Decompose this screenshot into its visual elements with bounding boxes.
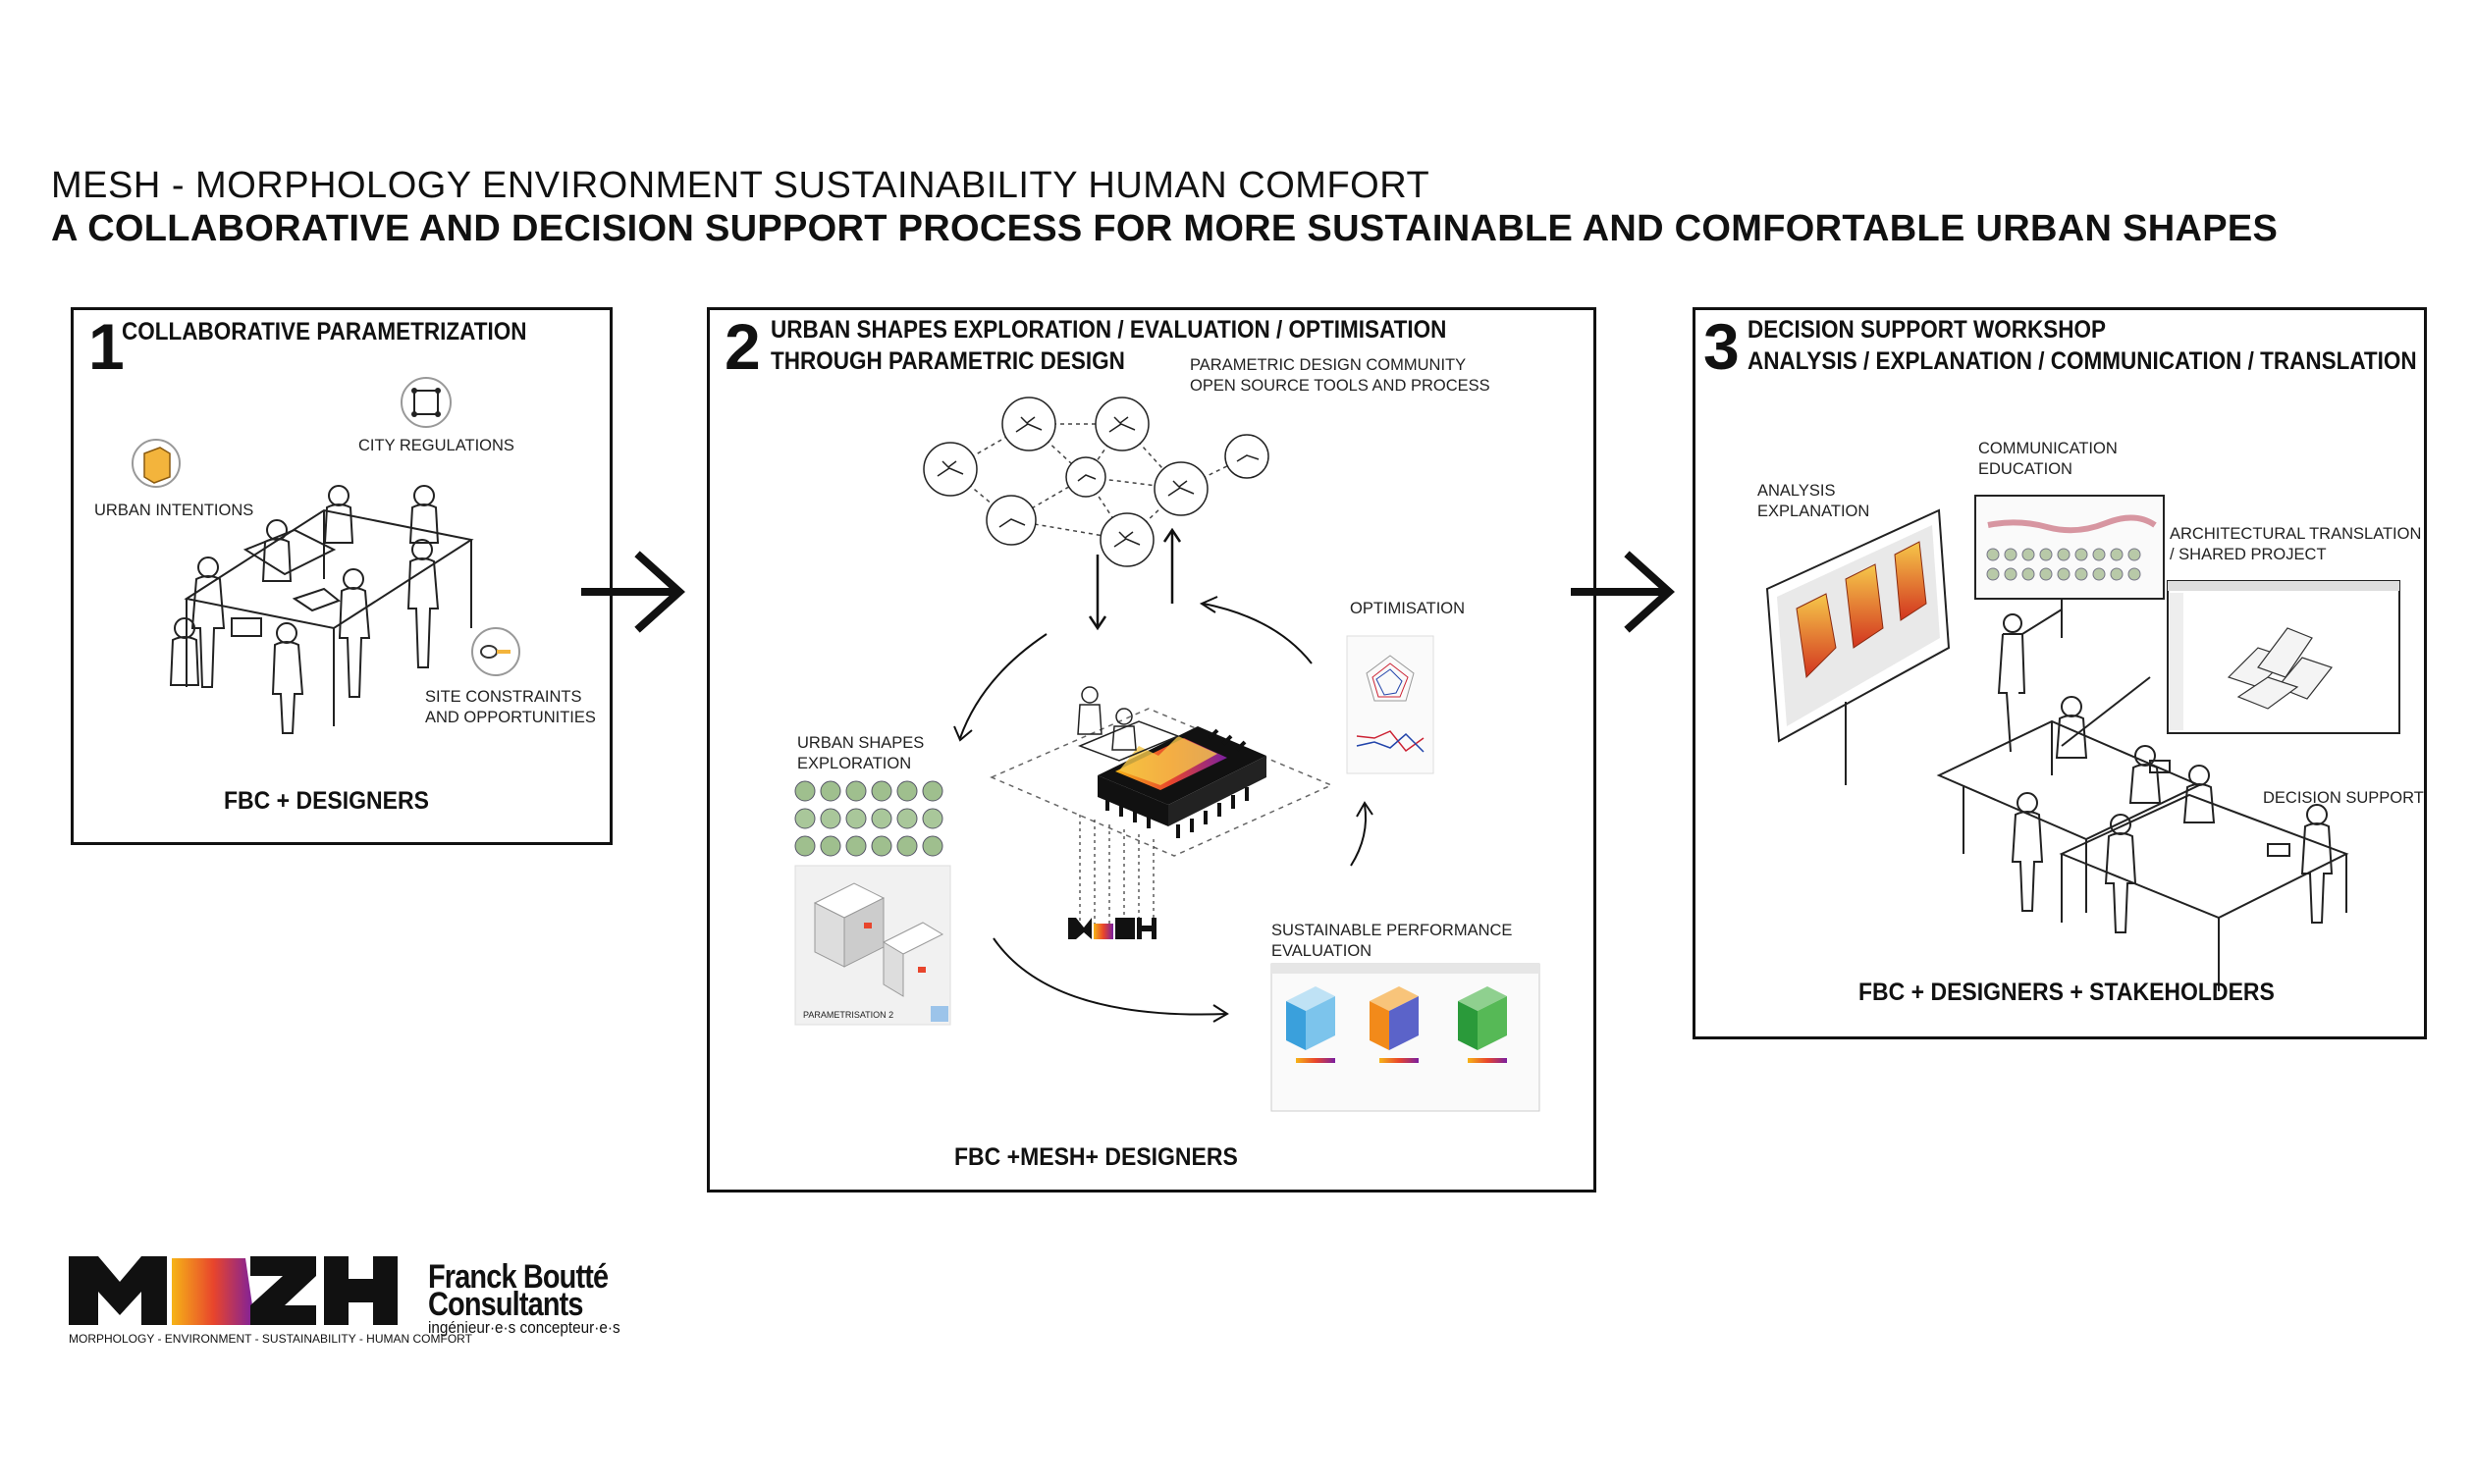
- analysis-board-image: [1765, 508, 1951, 785]
- label-decision-support: DECISION SUPPORT: [2263, 789, 2424, 807]
- panel1-title: COLLABORATIVE PARAMETRIZATION: [122, 318, 527, 345]
- icon-city-regulations: [401, 377, 452, 428]
- mesh-chip-diagram: [990, 686, 1333, 928]
- label-community-line1: PARAMETRIC DESIGN COMMUNITY: [1190, 356, 1467, 374]
- panel1-footer: FBC + DESIGNERS: [224, 787, 429, 815]
- parametrisation-model-image: [794, 865, 951, 1026]
- icon-urban-intentions: [132, 439, 181, 488]
- label-optimisation: OPTIMISATION: [1350, 600, 1466, 617]
- icon-site-constraints: [471, 627, 520, 676]
- label-evaluation-line1: SUSTAINABLE PERFORMANCE: [1271, 922, 1513, 939]
- mesh-logo-subtitle: MORPHOLOGY - ENVIRONMENT - SUSTAINABILIT…: [69, 1332, 472, 1346]
- panel3-title-line2: ANALYSIS / EXPLANATION / COMMUNICATION /…: [1748, 347, 2417, 375]
- label-translation-line1: ARCHITECTURAL TRANSLATION: [2170, 525, 2422, 543]
- label-exploration-line2: EXPLORATION: [797, 755, 912, 772]
- label-site-constraints-line1: SITE CONSTRAINTS: [425, 688, 582, 706]
- label-translation-line2: / SHARED PROJECT: [2170, 546, 2327, 563]
- community-network-diagram: [923, 397, 1269, 567]
- step-number-2: 2: [725, 310, 761, 383]
- arrow-right-2-icon: [1571, 551, 1675, 633]
- exploration-thumbnails-grid: [794, 780, 943, 857]
- fbc-logo-tagline: ingénieur·e·s concepteur·e·s: [428, 1318, 620, 1337]
- collaboration-table-sketch: [169, 485, 474, 734]
- panel3-footer: FBC + DESIGNERS + STAKEHOLDERS: [1858, 979, 2275, 1006]
- arrow-right-1-icon: [581, 551, 685, 633]
- communication-board-image: [1974, 495, 2165, 638]
- label-site-constraints-line2: AND OPPORTUNITIES: [425, 709, 596, 726]
- panel3-title-line1: DECISION SUPPORT WORKSHOP: [1748, 316, 2107, 344]
- label-urban-intentions: URBAN INTENTIONS: [94, 502, 254, 519]
- panel2-title-line1: URBAN SHAPES EXPLORATION / EVALUATION / …: [771, 316, 1447, 344]
- fbc-logo-line1: Franck Boutté: [428, 1258, 609, 1296]
- step-number-1: 1: [88, 310, 125, 383]
- label-community-line2: OPEN SOURCE TOOLS AND PROCESS: [1190, 377, 1490, 395]
- label-parametrisation: PARAMETRISATION 2: [803, 1010, 894, 1020]
- panel-collaborative-parametrization: [71, 307, 613, 845]
- panel2-title-line2: THROUGH PARAMETRIC DESIGN: [771, 347, 1125, 375]
- label-exploration-line1: URBAN SHAPES: [797, 734, 925, 752]
- performance-evaluation-image: [1270, 963, 1540, 1112]
- step-number-3: 3: [1703, 310, 1740, 383]
- label-evaluation-line2: EVALUATION: [1271, 942, 1372, 960]
- page-subtitle: A COLLABORATIVE AND DECISION SUPPORT PRO…: [51, 208, 2279, 249]
- panel2-footer: FBC +MESH+ DESIGNERS: [954, 1143, 1238, 1171]
- label-analysis-line2: EXPLANATION: [1757, 503, 1870, 520]
- label-communication-line1: COMMUNICATION: [1978, 440, 2118, 457]
- mesh-logo: [69, 1256, 398, 1325]
- workshop-tables-sketch: [1936, 609, 2349, 991]
- label-communication-line2: EDUCATION: [1978, 460, 2072, 478]
- fbc-logo-line2: Consultants: [428, 1286, 583, 1323]
- page-title: MESH - MORPHOLOGY ENVIRONMENT SUSTAINABI…: [51, 165, 1430, 206]
- label-analysis-line1: ANALYSIS: [1757, 482, 1836, 500]
- optimisation-chart-image: [1346, 635, 1434, 774]
- architectural-translation-screen: [2061, 580, 2400, 747]
- mesh-logo-small: [1068, 918, 1156, 939]
- label-city-regulations: CITY REGULATIONS: [358, 437, 514, 454]
